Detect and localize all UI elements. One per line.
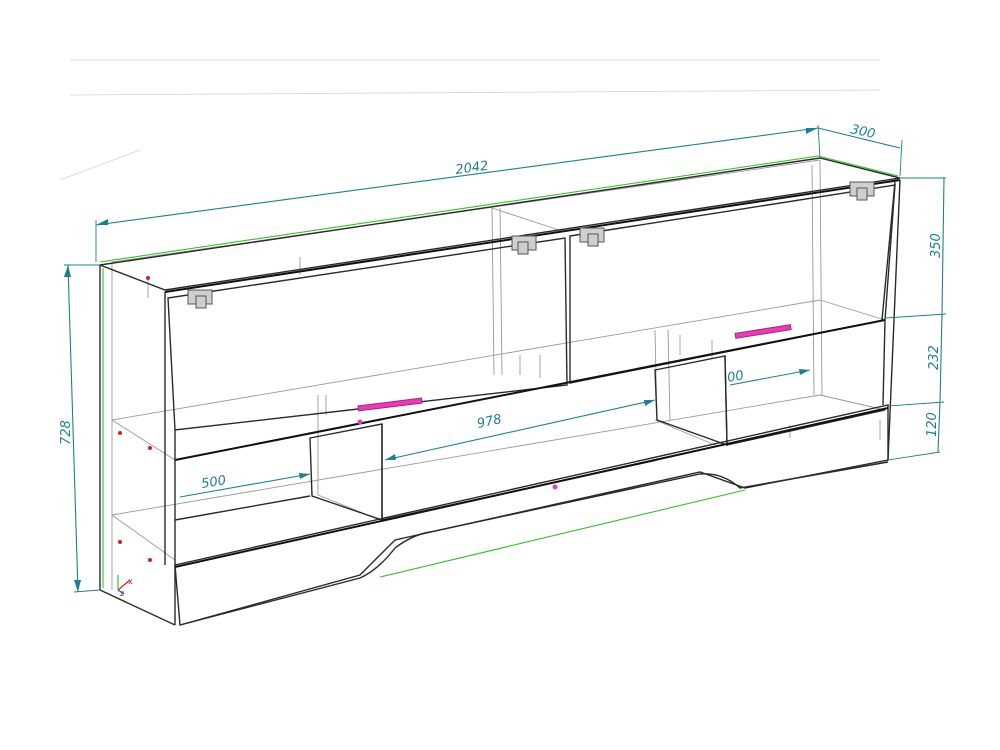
- hinge-icon: [511, 235, 537, 255]
- dim-middle-section: 232: [927, 345, 942, 370]
- construction-lines: [59, 59, 881, 181]
- dim-upper-section: 350: [929, 233, 944, 258]
- dim-depth: 300: [849, 122, 876, 142]
- dim-overall-width: 2042: [455, 159, 490, 178]
- right-flap-handle: [734, 324, 792, 339]
- dim-right-compartment: 00: [726, 368, 745, 386]
- connector-marks: [118, 276, 558, 562]
- dim-center-compartment: 978: [476, 412, 503, 432]
- handles: [357, 324, 792, 412]
- reference-edges: [99, 155, 899, 588]
- dim-overall-height: 728: [59, 420, 74, 445]
- hidden-structure: [111, 159, 886, 590]
- hinge-icon: [187, 289, 213, 309]
- z-axis-line: [117, 589, 125, 595]
- hinges: [187, 181, 875, 309]
- hinge-icon: [849, 181, 875, 201]
- dimension-labels: 2042 300 728 350 232 120 500 978 00: [59, 122, 944, 492]
- dimension-lines: [64, 124, 947, 593]
- dim-left-compartment: 500: [200, 473, 227, 492]
- left-flap-handle: [357, 397, 423, 412]
- axis-indicator: x z: [117, 575, 133, 598]
- cabinet-outline: [97, 157, 901, 626]
- x-axis-line: [117, 579, 131, 591]
- axis-x-label: x: [128, 577, 133, 586]
- hinge-icon: [579, 227, 605, 247]
- dim-plinth: 120: [925, 412, 940, 437]
- axis-z-label: z: [120, 589, 124, 598]
